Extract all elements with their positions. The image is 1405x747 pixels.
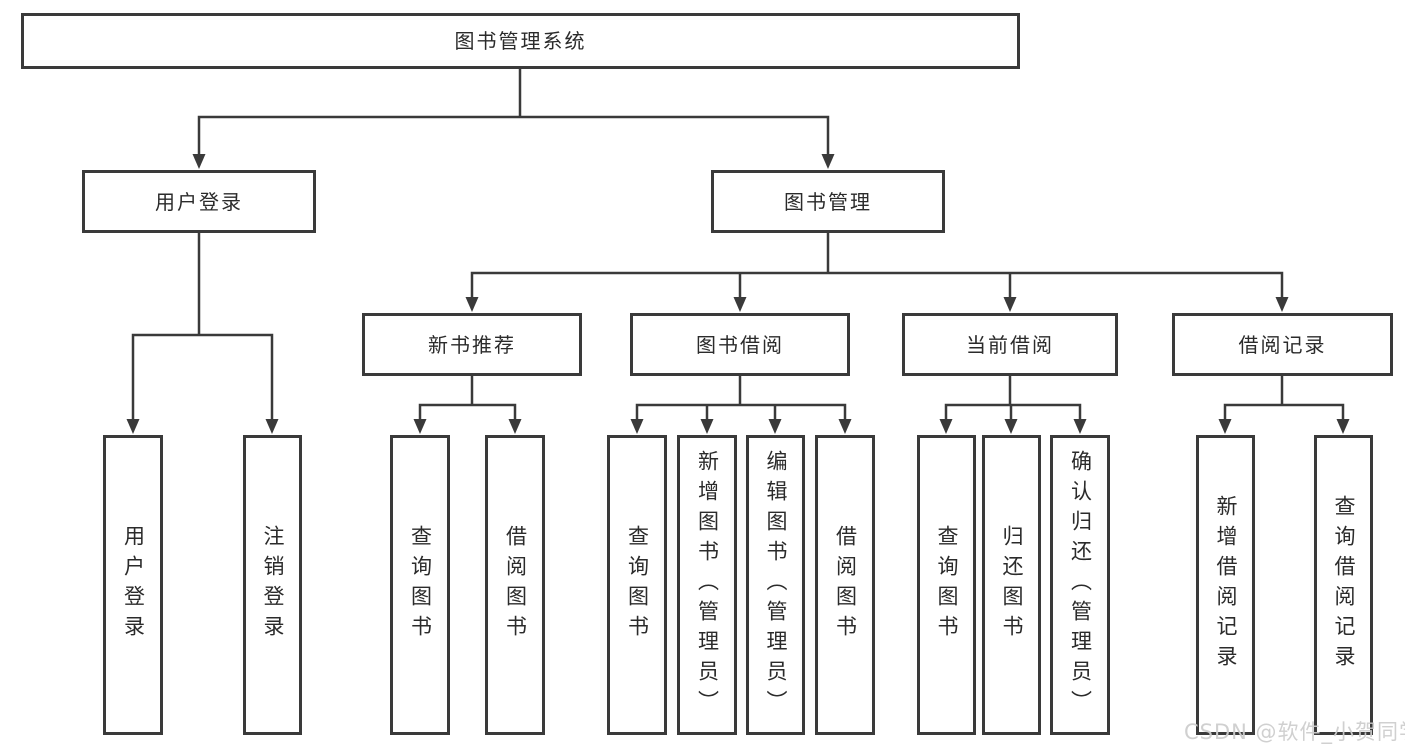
leaf-add-book-admin: 新增图书（管理员） [677, 435, 737, 735]
leaf-query-borrow-record: 查询借阅记录 [1314, 435, 1373, 735]
node-user-login: 用户登录 [82, 170, 316, 233]
leaf-borrow-books-recommend: 借阅图书 [485, 435, 545, 735]
leaf-query-books-recommend: 查询图书 [390, 435, 450, 735]
leaf-query-books-borrow: 查询图书 [607, 435, 667, 735]
arrowhead-icons [126, 154, 1350, 434]
leaf-query-books-current: 查询图书 [917, 435, 976, 735]
leaf-borrow-books: 借阅图书 [815, 435, 875, 735]
node-borrowing-records: 借阅记录 [1172, 313, 1393, 376]
node-book-management: 图书管理 [711, 170, 945, 233]
leaf-add-borrow-record: 新增借阅记录 [1196, 435, 1255, 735]
leaf-confirm-return-admin: 确认归还（管理员） [1050, 435, 1110, 735]
node-new-book-recommendation: 新书推荐 [362, 313, 582, 376]
leaf-user-login: 用户登录 [103, 435, 163, 735]
node-current-borrowing: 当前借阅 [902, 313, 1118, 376]
leaf-return-book: 归还图书 [982, 435, 1041, 735]
node-library-management-system: 图书管理系统 [21, 13, 1020, 69]
leaf-logout: 注销登录 [243, 435, 302, 735]
node-book-borrowing: 图书借阅 [630, 313, 850, 376]
leaf-edit-book-admin: 编辑图书（管理员） [746, 435, 805, 735]
csdn-watermark: CSDN @软件_小贺同学 [1184, 720, 1405, 744]
